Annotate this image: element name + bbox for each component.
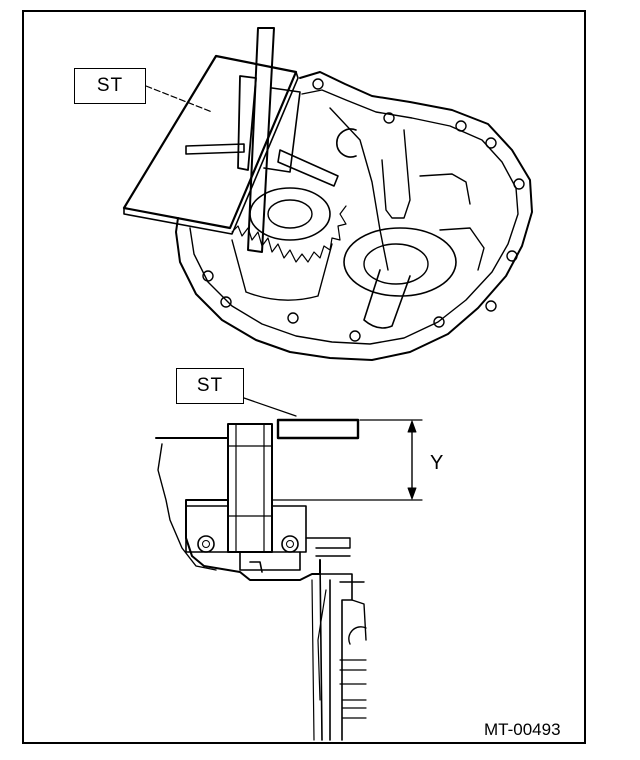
bolt-hole [349,330,361,342]
section-shaft-detail [227,423,273,553]
top-callout-leader [145,85,213,113]
case-rib [439,227,485,271]
bottom-special-tool-label: ST [176,368,244,404]
depth-gauge-foot [277,149,339,187]
bolt-hole [383,112,395,124]
section-gear-lines [339,659,367,719]
figure-frame [22,10,586,744]
depth-gauge-arm [263,87,301,173]
section-gear-housing [319,559,353,741]
section-shaft [227,423,273,553]
gear-teeth [231,205,347,263]
cross-section-view [155,397,423,741]
case-boss [336,128,357,158]
section-bearing-ball [281,535,299,553]
bolt-hole [485,137,497,149]
bolt-hole [513,178,525,190]
case-rib [381,129,411,219]
case-inner-flange [189,89,519,345]
section-thin-wall [311,579,327,741]
depth-gauge-foot [185,143,245,155]
special-tool-plate-edge [123,71,299,235]
output-bore-inner [363,243,429,285]
depth-gauge-bar [247,27,275,253]
top-special-tool-label: ST [74,68,146,104]
dimension-arrow-bottom [407,487,417,500]
case-rib [419,173,471,205]
section-retainer [305,537,351,557]
dimension-label: Y [430,452,444,474]
output-bore-outer [343,227,457,297]
output-shaft [363,269,411,329]
bottom-callout-leader [243,397,297,417]
gear-body [231,239,333,301]
bolt-hole [202,270,214,282]
dimension-arrow-top [407,420,417,433]
section-lower-housing [239,551,301,573]
case-flange-outline [175,71,533,361]
section-bearing-housing [185,505,307,553]
bolt-hole [312,78,324,90]
section-special-tool [276,418,360,440]
case-rib [329,107,389,271]
section-bearing-ball [202,540,210,548]
section-case-wall [155,437,321,581]
bolt-hole [287,312,299,324]
special-tool-plate [122,54,298,230]
section-bearing-ball [286,540,294,548]
figure-code: MT-00493 [484,720,561,739]
bolt-hole [506,250,518,262]
shaft-bore-inner [267,199,313,229]
bolt-hole [455,120,467,132]
bolt-hole [485,300,497,312]
section-case-inner [157,443,217,571]
bolt-hole [433,316,445,328]
section-gear-housing [339,581,367,645]
bolt-hole [220,296,232,308]
depth-gauge-slider [237,75,257,171]
section-bearing-ball [197,535,215,553]
transmission-case-top-view [122,27,533,361]
shaft-bore [249,187,331,241]
